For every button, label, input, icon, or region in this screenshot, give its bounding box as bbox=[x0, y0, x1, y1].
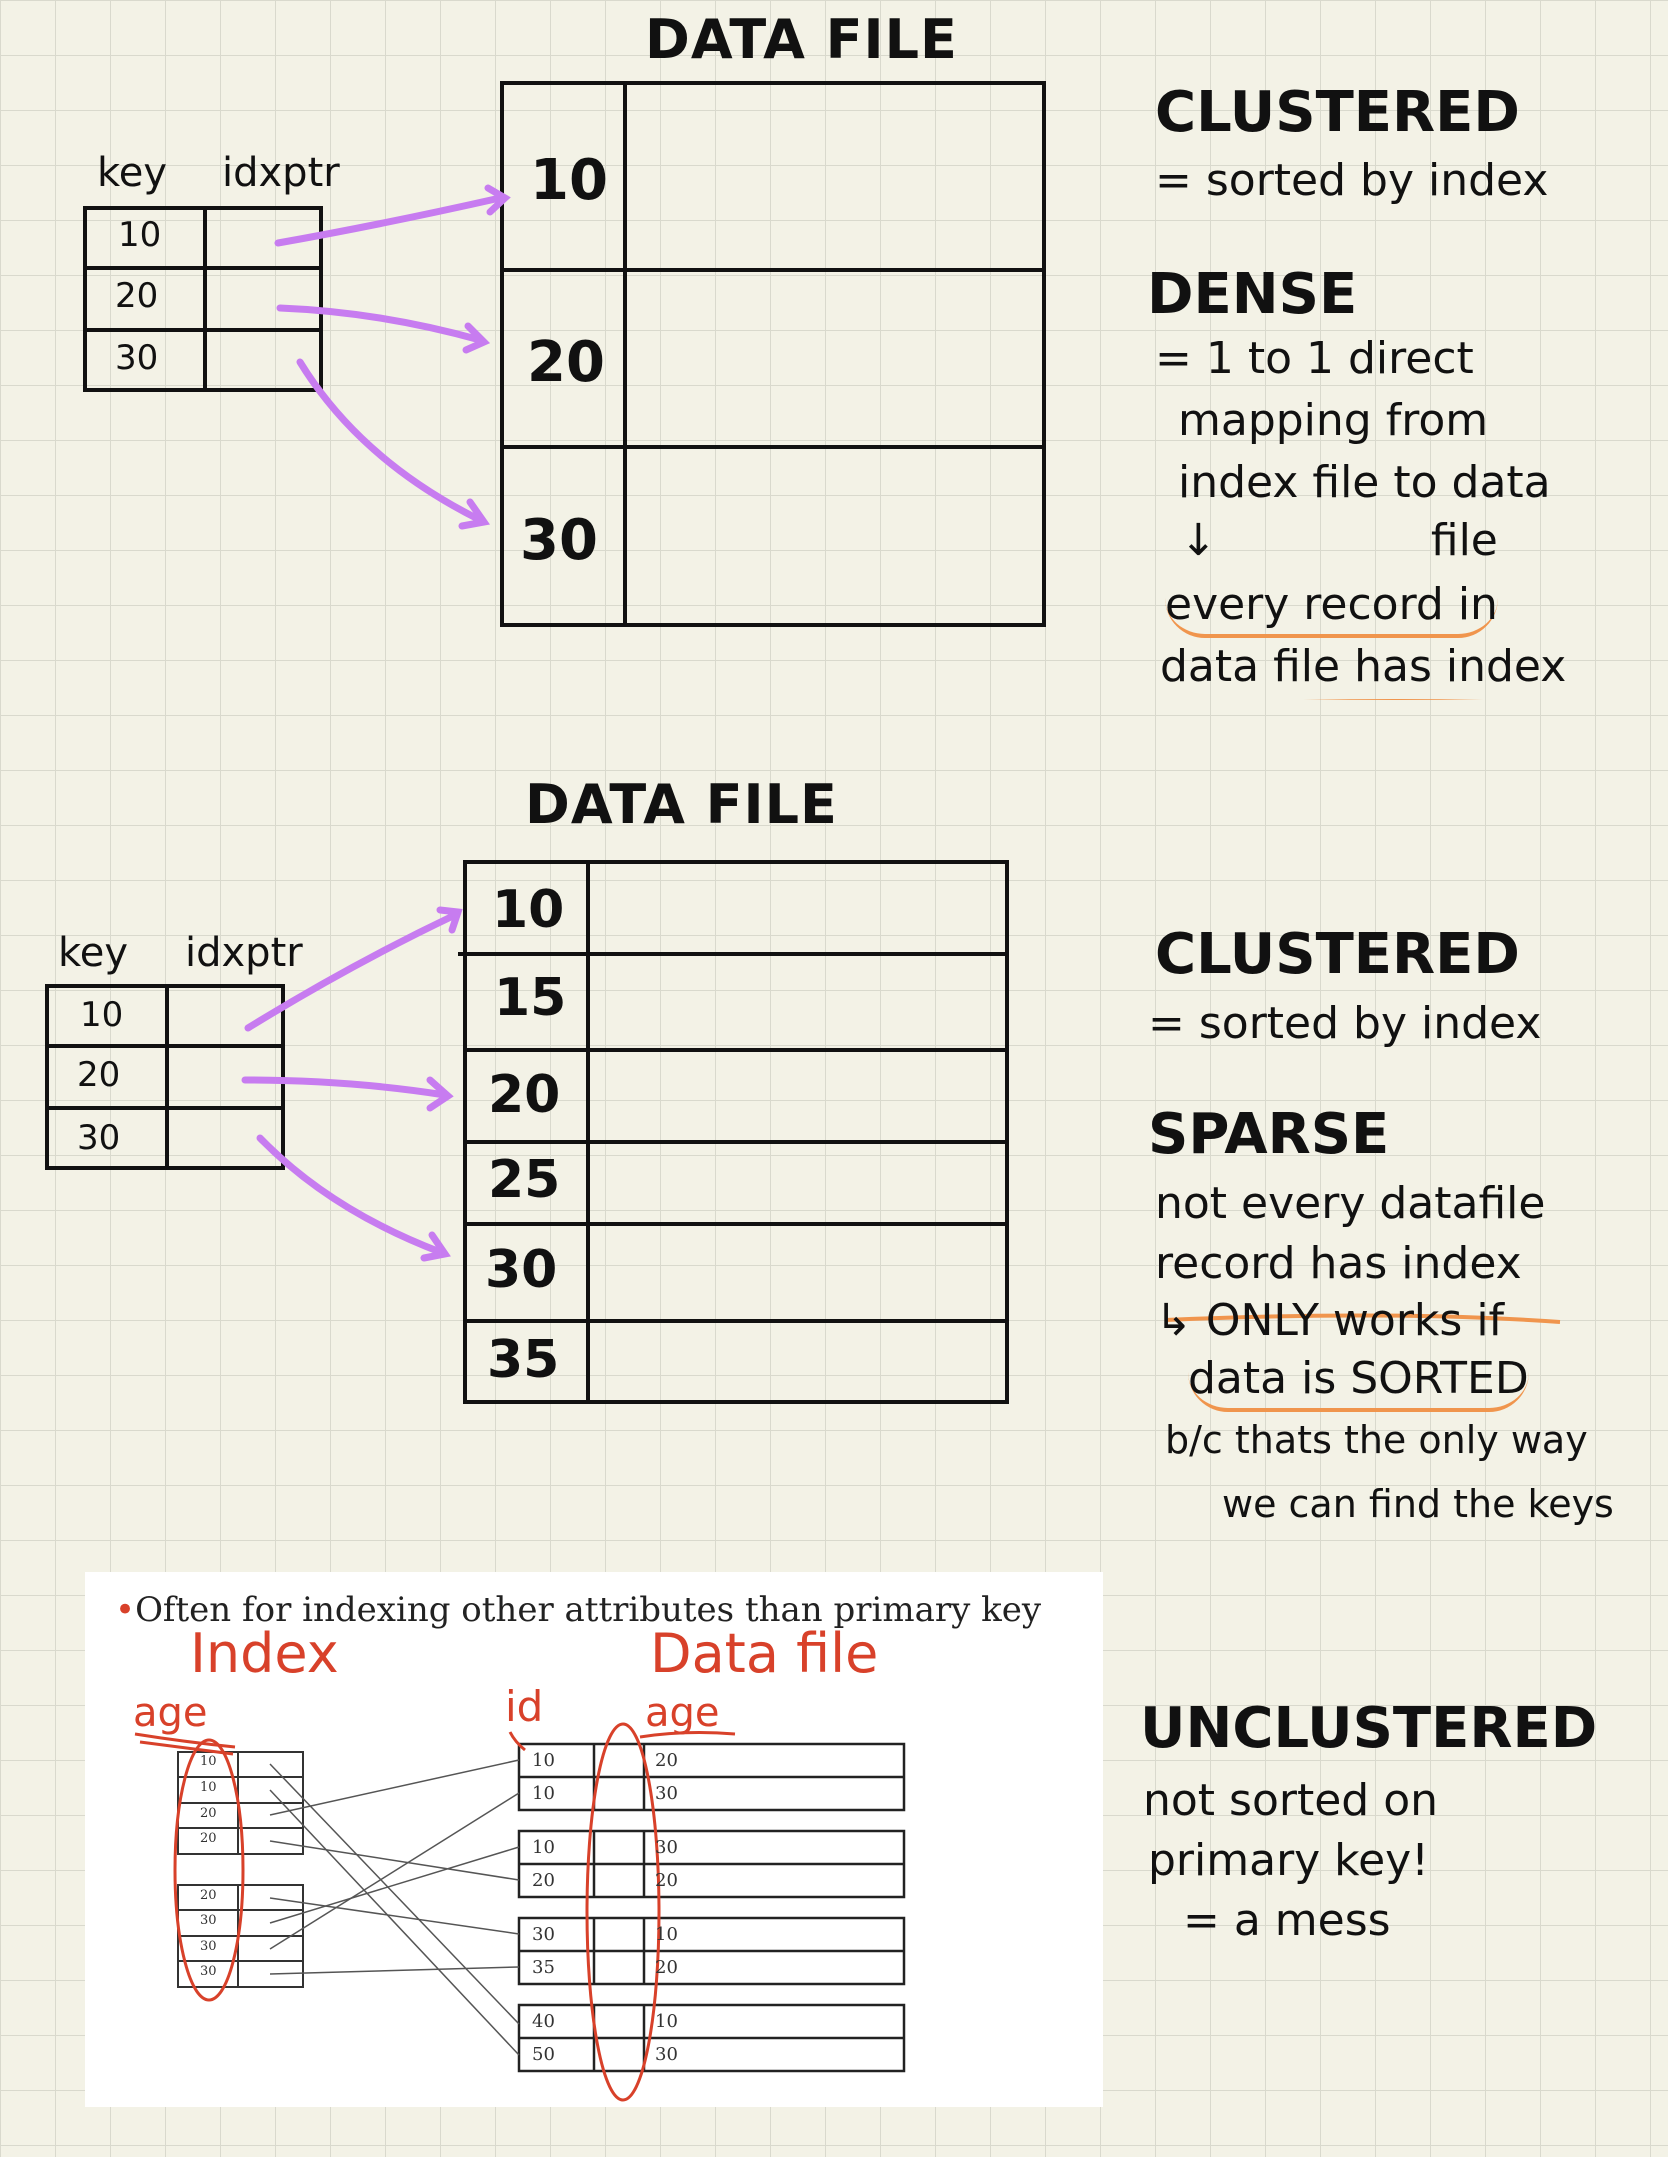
data2-key-10: 10 bbox=[492, 880, 565, 940]
index-table bbox=[83, 206, 323, 392]
data-file-table bbox=[500, 81, 1046, 627]
dense-line-4: ↓ file bbox=[1180, 515, 1498, 566]
index-value: 20 bbox=[200, 1831, 217, 1846]
annot-age-index: age bbox=[133, 1690, 208, 1736]
label-unclustered: UNCLUSTERED bbox=[1140, 1696, 1598, 1761]
data-age: 30 bbox=[655, 2044, 678, 2065]
data-id: 30 bbox=[532, 1924, 555, 1945]
label-clustered-2: CLUSTERED bbox=[1155, 922, 1520, 987]
data-id: 20 bbox=[532, 1870, 555, 1891]
bullet-dot: • bbox=[115, 1590, 136, 1630]
unclustered-line-2: primary key! bbox=[1148, 1835, 1429, 1886]
data-key-10: 10 bbox=[530, 148, 608, 213]
dense-line-3: index file to data bbox=[1178, 457, 1551, 508]
annot-datafile: Data file bbox=[650, 1622, 879, 1685]
red-ovals bbox=[134, 1722, 736, 2102]
dense-index-diagram bbox=[83, 81, 1484, 700]
index-header-key: key bbox=[97, 150, 168, 196]
section2-title: DATA FILE bbox=[525, 773, 838, 836]
dense-line-5: every record in bbox=[1165, 576, 1498, 638]
data-age: 20 bbox=[655, 1957, 678, 1978]
index2-header-ptr: idxptr bbox=[185, 930, 303, 976]
dense-line-2: mapping from bbox=[1178, 395, 1489, 446]
data2-key-15: 15 bbox=[494, 968, 567, 1028]
slide-bullet: •Often for indexing other attributes tha… bbox=[115, 1590, 1041, 1630]
data-age: 10 bbox=[655, 2011, 678, 2032]
index-header-ptr: idxptr bbox=[222, 150, 340, 196]
data-id: 35 bbox=[532, 1957, 555, 1978]
data-key-20: 20 bbox=[527, 330, 605, 395]
data2-key-25: 25 bbox=[488, 1150, 561, 1210]
index-value: 20 bbox=[200, 1888, 217, 1903]
data2-key-35: 35 bbox=[487, 1330, 560, 1390]
label-sparse: SPARSE bbox=[1148, 1102, 1390, 1167]
index-blocks bbox=[177, 1751, 304, 1988]
index2-header-key: key bbox=[58, 930, 129, 976]
label-clustered-1: CLUSTERED bbox=[1155, 80, 1520, 145]
lecture-slide-screenshot: •Often for indexing other attributes tha… bbox=[85, 1572, 1103, 2107]
unclustered-line-1: not sorted on bbox=[1143, 1775, 1439, 1826]
index-value: 30 bbox=[200, 1964, 217, 1979]
index2-key-10: 10 bbox=[80, 995, 124, 1035]
data-id: 10 bbox=[532, 1783, 555, 1804]
unclustered-diagram bbox=[134, 1722, 906, 2102]
data2-key-30: 30 bbox=[485, 1240, 558, 1300]
data-key-30: 30 bbox=[520, 508, 598, 573]
data-age: 30 bbox=[655, 1837, 678, 1858]
clustered-desc-2: = sorted by index bbox=[1148, 998, 1542, 1049]
data2-file-table bbox=[458, 860, 1009, 1404]
data-id: 40 bbox=[532, 2011, 555, 2032]
data-age: 20 bbox=[655, 1870, 678, 1891]
sparse-index-diagram bbox=[45, 860, 1561, 1404]
index-value: 10 bbox=[200, 1780, 217, 1795]
pointer2-arrows bbox=[241, 906, 463, 1262]
data-age: 20 bbox=[655, 1750, 678, 1771]
index-value: 30 bbox=[200, 1939, 217, 1954]
index2-key-20: 20 bbox=[77, 1055, 121, 1095]
sparse-line-6: we can find the keys bbox=[1222, 1482, 1614, 1526]
pointer-arrows bbox=[274, 184, 511, 530]
data2-key-20: 20 bbox=[488, 1065, 561, 1125]
index-value: 10 bbox=[200, 1754, 217, 1769]
index-key-10: 10 bbox=[118, 215, 162, 255]
data-id: 10 bbox=[532, 1750, 555, 1771]
sparse-line-5: b/c thats the only way bbox=[1165, 1418, 1588, 1462]
data-id: 50 bbox=[532, 2044, 555, 2065]
sparse-underline-1 bbox=[1164, 1313, 1561, 1324]
index2-key-30: 30 bbox=[77, 1118, 121, 1158]
data-blocks bbox=[517, 1742, 906, 2073]
annot-id: id bbox=[505, 1682, 544, 1731]
section1-title: DATA FILE bbox=[645, 8, 958, 71]
data-age: 30 bbox=[655, 1783, 678, 1804]
clustered-desc-1: = sorted by index bbox=[1155, 155, 1549, 206]
index-key-20: 20 bbox=[115, 276, 159, 316]
sparse-line-3: ↳ ONLY works if bbox=[1155, 1295, 1505, 1346]
sparse-line-2: record has index bbox=[1155, 1238, 1522, 1289]
unclustered-line-3: = a mess bbox=[1183, 1895, 1391, 1946]
index-key-30: 30 bbox=[115, 338, 159, 378]
annot-index: Index bbox=[190, 1622, 339, 1685]
dense-line-1: = 1 to 1 direct bbox=[1155, 333, 1474, 384]
index-value: 20 bbox=[200, 1806, 217, 1821]
sparse-line-4: data is SORTED bbox=[1188, 1350, 1529, 1412]
index-value: 30 bbox=[200, 1913, 217, 1928]
dense-line-6: data file has index bbox=[1160, 641, 1567, 692]
sparse-line-1: not every datafile bbox=[1155, 1178, 1546, 1229]
label-dense: DENSE bbox=[1147, 262, 1358, 327]
slide-bullet-text: Often for indexing other attributes than… bbox=[135, 1590, 1042, 1630]
data-id: 10 bbox=[532, 1837, 555, 1858]
annot-age-data: age bbox=[645, 1690, 720, 1736]
data-age: 10 bbox=[655, 1924, 678, 1945]
index-pointers bbox=[269, 1759, 520, 2056]
